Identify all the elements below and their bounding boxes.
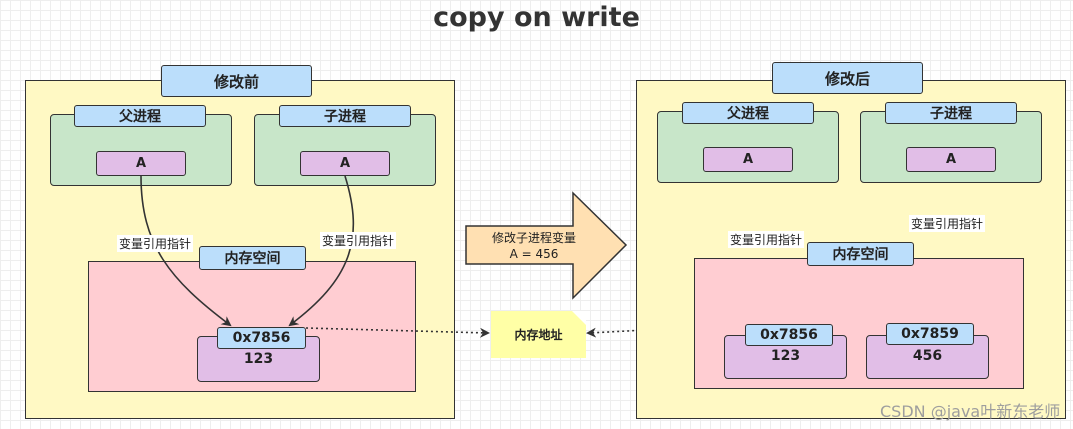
after-memory-cell-2-address: 0x7859 (886, 323, 974, 345)
before-memory-cell-address: 0x7856 (217, 327, 306, 349)
before-memory-cell-value: 123 (243, 351, 274, 367)
before-parent-variable: A (96, 151, 186, 176)
watermark: CSDN @java叶新东老师 (880, 402, 1061, 421)
after-memory-space-label: 内存空间 (807, 242, 914, 266)
before-parent-process-label: 父进程 (74, 105, 206, 127)
after-memory-cell-1-value: 123 (770, 348, 801, 364)
transition-line1: 修改子进程变量 (491, 231, 576, 245)
before-child-process-label: 子进程 (279, 105, 411, 127)
memory-address-note: 内存地址 (491, 311, 586, 358)
transition-arrow (465, 191, 628, 300)
after-parent-pointer-label: 变量引用指针 (728, 231, 805, 248)
before-child-variable: A (300, 151, 390, 176)
after-child-process-label: 子进程 (885, 102, 1017, 124)
after-panel-label: 修改后 (772, 62, 923, 94)
after-parent-process-label: 父进程 (682, 102, 814, 124)
transition-text: 修改子进程变量 A = 456 (470, 230, 598, 262)
transition-line2: A = 456 (509, 247, 559, 261)
after-child-variable: A (906, 147, 996, 172)
before-child-pointer-label: 变量引用指针 (320, 232, 397, 249)
after-parent-variable: A (703, 147, 793, 172)
memory-address-note-fold (572, 311, 586, 325)
diagram-title: copy on write (433, 2, 640, 33)
after-memory-cell-1-address: 0x7856 (745, 324, 833, 346)
before-parent-pointer (140, 175, 232, 327)
after-child-pointer-label: 变量引用指针 (909, 215, 986, 232)
before-address-link (305, 327, 490, 338)
after-memory-cell-2-value: 456 (912, 348, 943, 364)
before-parent-pointer-label: 变量引用指针 (117, 235, 194, 252)
before-child-pointer (288, 175, 355, 327)
before-panel-label: 修改前 (161, 65, 312, 97)
before-memory-space-label: 内存空间 (199, 246, 306, 270)
